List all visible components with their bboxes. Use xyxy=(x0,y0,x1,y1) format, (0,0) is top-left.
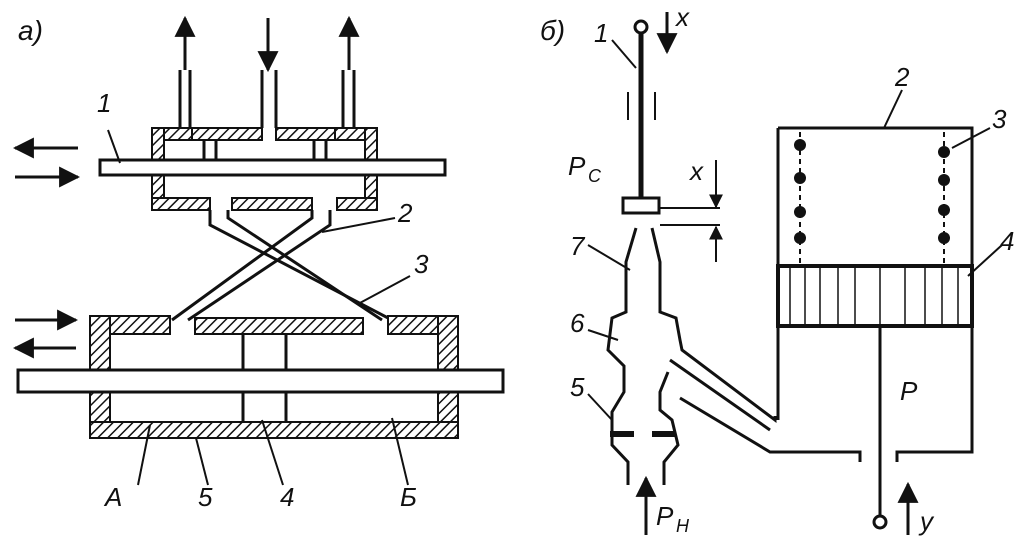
label-slide-valve: 1 xyxy=(97,88,111,118)
label-chamber: 6 xyxy=(570,308,585,338)
membrane[interactable] xyxy=(776,264,974,328)
flapper-plate[interactable] xyxy=(621,196,661,215)
housing xyxy=(778,126,974,462)
panel-b: б) xyxy=(540,2,1014,536)
label-pressure-supply: P Н xyxy=(656,501,690,536)
label-chamber-right: Б xyxy=(400,482,417,512)
nozzle-right-wall xyxy=(650,227,777,424)
top-valve-body xyxy=(151,127,378,211)
membrane-ribs xyxy=(789,268,959,324)
nozzle-left-wall xyxy=(606,227,638,485)
svg-text:Н: Н xyxy=(676,516,690,536)
label-cylinder: 5 xyxy=(198,482,213,512)
label-pressure-output: P xyxy=(900,376,918,406)
label-channel-2: 2 xyxy=(397,198,413,228)
slide-valve-rod[interactable] xyxy=(98,158,447,177)
label-membrane: 4 xyxy=(1000,226,1014,256)
label-flapper-rod: 1 xyxy=(594,18,608,48)
output-channel xyxy=(679,396,862,462)
panel-b-letter: б) xyxy=(540,15,565,46)
output-rod-end xyxy=(872,514,888,530)
panel-a-letter: а) xyxy=(18,15,43,46)
svg-text:P: P xyxy=(656,501,674,531)
rod-top-pivot xyxy=(633,19,649,35)
spring-dots xyxy=(794,139,950,244)
label-nozzle: 7 xyxy=(570,231,586,261)
label-housing: 2 xyxy=(894,62,910,92)
chamber-lower-right xyxy=(658,371,680,485)
label-spring: 3 xyxy=(992,104,1007,134)
panel-a: а) xyxy=(12,15,505,512)
label-channel-3: 3 xyxy=(414,249,429,279)
label-throttle: 5 xyxy=(570,372,585,402)
label-input-x: x xyxy=(674,2,690,32)
feed-line-inner xyxy=(669,358,771,432)
svg-text:С: С xyxy=(588,166,602,186)
label-pressure-c: P С xyxy=(568,151,602,186)
label-piston: 4 xyxy=(280,482,294,512)
label-gap-x: x xyxy=(688,156,704,186)
crossing-channels xyxy=(171,210,393,322)
svg-text:P: P xyxy=(568,151,586,181)
label-chamber-left: А xyxy=(103,482,122,512)
piston-rod[interactable] xyxy=(16,368,505,394)
top-ports xyxy=(178,70,356,128)
label-output-y: y xyxy=(918,506,935,536)
